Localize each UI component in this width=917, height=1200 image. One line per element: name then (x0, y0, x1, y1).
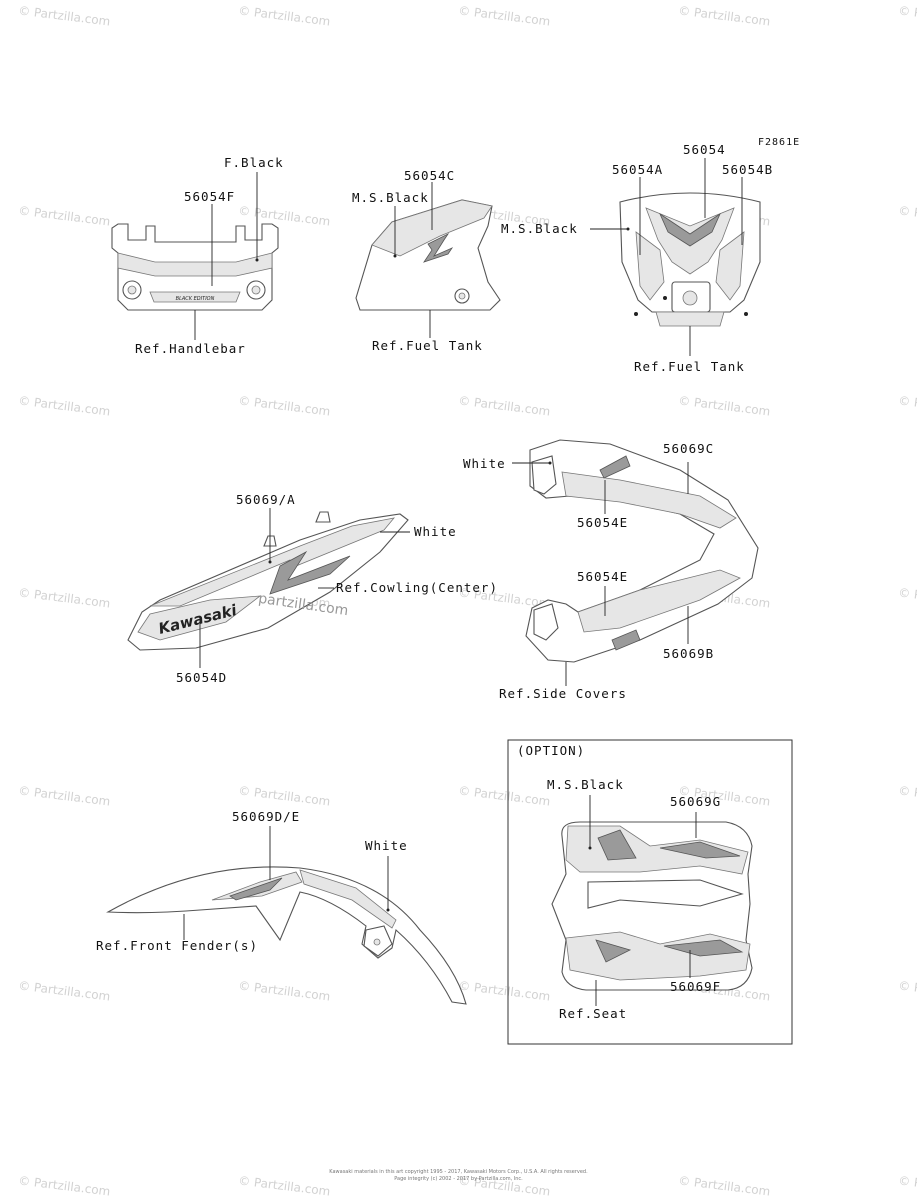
label-56054c: 56054C (404, 168, 456, 183)
label-ref-fuel-tank-side: Ref.Fuel Tank (372, 338, 483, 353)
label-ref-cowling: Ref.Cowling(Center) (336, 580, 498, 595)
label-56069g: 56069G (670, 794, 722, 809)
label-56069de: 56069D/E (232, 809, 301, 824)
label-white-tail: White (463, 456, 506, 471)
label-56069b: 56069B (663, 646, 715, 661)
label-56054b: 56054B (722, 162, 774, 177)
label-f-black: F.Black (224, 155, 284, 170)
label-56069c: 56069C (663, 441, 715, 456)
footer-copyright: Kawasaki materials in this art copyright… (329, 1169, 588, 1175)
label-56069f: 56069F (670, 979, 722, 994)
label-white-fender: White (365, 838, 408, 853)
label-56054a: 56054A (612, 162, 664, 177)
tail-side-covers (512, 439, 759, 686)
label-ref-side-covers: Ref.Side Covers (499, 686, 627, 701)
seat-cowl (551, 795, 753, 1006)
label-ms-black-front: M.S.Black (501, 221, 578, 236)
label-ref-seat: Ref.Seat (559, 1006, 628, 1021)
footer-integrity: Page integrity (c) 2002 - 2017 by Partzi… (394, 1176, 523, 1182)
handlebar-cover: BLACK EDITION (111, 172, 279, 340)
label-56054d: 56054D (176, 670, 228, 685)
cowling-center: Kawasaki (127, 508, 410, 668)
label-option: (OPTION) (517, 743, 586, 758)
label-ref-handlebar: Ref.Handlebar (135, 341, 246, 356)
label-white-cowl: White (414, 524, 457, 539)
figure-code: F2861E (758, 137, 801, 148)
label-ref-front-fender: Ref.Front Fender(s) (96, 938, 258, 953)
label-56054e-upper: 56054E (577, 515, 629, 530)
label-ms-black-seat: M.S.Black (547, 777, 624, 792)
label-ref-fuel-tank-front: Ref.Fuel Tank (634, 359, 745, 374)
label-56054: 56054 (683, 142, 726, 157)
label-ms-black-tank: M.S.Black (352, 190, 429, 205)
option-box (507, 739, 793, 1045)
fuel-tank-front-view (590, 158, 761, 356)
front-fender (106, 826, 467, 1005)
label-56054f: 56054F (184, 189, 236, 204)
label-56069a: 56069/A (236, 492, 296, 507)
black-edition-decal-text: BLACK EDITION (176, 296, 215, 302)
label-56054e-lower: 56054E (577, 569, 629, 584)
fuel-tank-side-cover (355, 182, 501, 338)
